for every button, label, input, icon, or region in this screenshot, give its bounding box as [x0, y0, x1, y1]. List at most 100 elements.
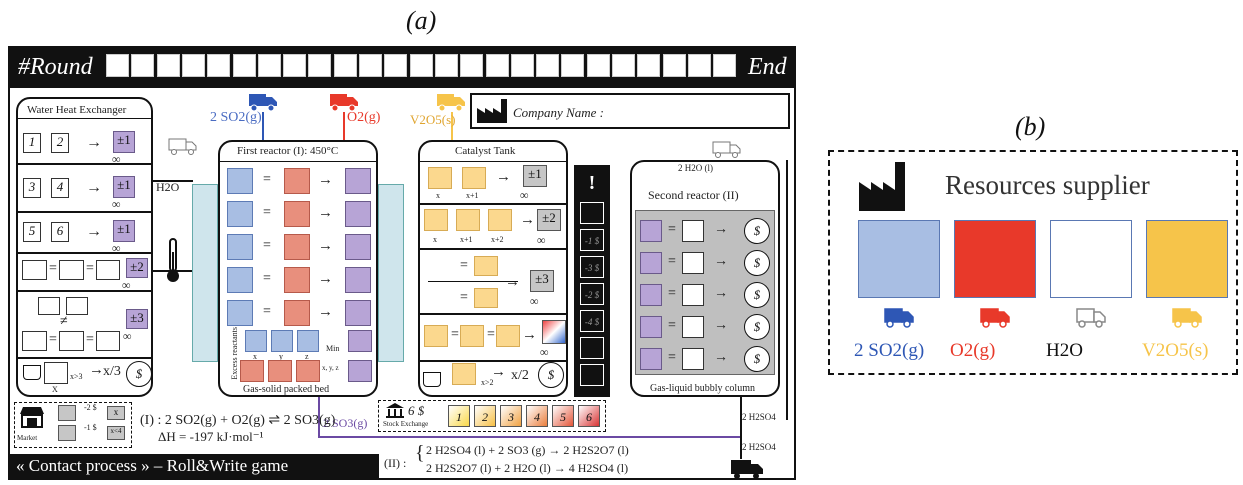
round-square[interactable] [612, 54, 635, 77]
whx-sell-box[interactable] [44, 362, 68, 384]
so3-cell[interactable] [640, 252, 662, 274]
so3-cell[interactable] [345, 267, 371, 293]
h2o-cell[interactable] [682, 252, 704, 274]
round-square[interactable] [409, 54, 433, 77]
whx-bonus-3[interactable]: ±1 [113, 220, 135, 242]
round-square[interactable] [232, 54, 256, 77]
h2o-cell[interactable] [682, 348, 704, 370]
round-square[interactable] [207, 54, 231, 77]
round-square[interactable] [561, 54, 585, 77]
whx-die-1[interactable]: 1 [23, 133, 41, 153]
coin-icon: $ [744, 250, 770, 276]
warning-square[interactable] [580, 364, 604, 386]
warning-column [574, 165, 610, 397]
round-square[interactable] [156, 54, 180, 77]
whx-bonus-5[interactable]: ±3 [126, 309, 148, 329]
so2-cell[interactable] [227, 267, 253, 293]
so2-cell[interactable] [227, 168, 253, 194]
excess-z[interactable] [297, 330, 319, 352]
so3-cell[interactable] [640, 316, 662, 338]
o2-cell[interactable] [284, 267, 310, 293]
excess-x[interactable] [245, 330, 267, 352]
stock-die[interactable]: 1 [448, 405, 470, 427]
o2-cell[interactable] [284, 234, 310, 260]
whx-die-4[interactable]: 4 [51, 178, 69, 198]
round-square[interactable] [687, 54, 711, 77]
round-square[interactable] [485, 54, 509, 77]
round-square[interactable] [536, 54, 560, 77]
whx-sq-e[interactable] [66, 297, 88, 315]
whx-die-3[interactable]: 3 [23, 178, 41, 198]
h2o-cell[interactable] [682, 316, 704, 338]
whx-bonus-4[interactable]: ±2 [126, 258, 148, 278]
o2-cell[interactable] [284, 300, 310, 326]
stock-die[interactable]: 6 [578, 405, 600, 427]
coin-icon: $ [744, 282, 770, 308]
stock-die[interactable]: 3 [500, 405, 522, 427]
o2-cell[interactable] [284, 201, 310, 227]
o2-truck-icon [329, 92, 359, 117]
round-square[interactable] [434, 54, 458, 77]
so2-cell[interactable] [227, 201, 253, 227]
round-square[interactable] [662, 54, 686, 77]
so3-cell[interactable] [345, 201, 371, 227]
round-square[interactable] [181, 54, 205, 77]
first-reactor-bottom: Gas-solid packed bed [243, 384, 330, 395]
o2-cell[interactable] [284, 168, 310, 194]
arrow: → [318, 205, 333, 221]
whx-sq-g[interactable] [59, 331, 84, 351]
so3-cell[interactable] [640, 348, 662, 370]
equals-sign: = [263, 205, 271, 220]
warning-square[interactable]: -3 $ [580, 256, 604, 278]
company-name-field[interactable] [470, 93, 790, 129]
round-square[interactable] [359, 54, 382, 77]
so3-cell[interactable] [345, 300, 371, 326]
equals-sign: = [668, 286, 676, 301]
round-square[interactable] [131, 54, 155, 77]
h2o-cell[interactable] [682, 220, 704, 242]
round-square[interactable] [283, 54, 307, 77]
stock-die[interactable]: 5 [552, 405, 574, 427]
round-square[interactable] [713, 54, 737, 77]
round-square[interactable] [308, 54, 332, 77]
warning-square[interactable]: -2 $ [580, 283, 604, 305]
whx-sq-c[interactable] [96, 260, 120, 280]
so3-cell[interactable] [640, 220, 662, 242]
whx-bonus-1[interactable]: ±1 [113, 131, 135, 153]
warning-square[interactable]: -4 $ [580, 310, 604, 332]
whx-sq-b[interactable] [59, 260, 84, 280]
whx-sq-d[interactable] [38, 297, 60, 315]
whx-sq-a[interactable] [22, 260, 47, 280]
so2-cell[interactable] [227, 234, 253, 260]
round-square[interactable] [257, 54, 281, 77]
cat-bonus-2[interactable]: ±2 [537, 209, 561, 231]
so3-cell[interactable] [640, 284, 662, 306]
excess-y[interactable] [271, 330, 293, 352]
h2o-cell[interactable] [682, 284, 704, 306]
round-square[interactable] [333, 54, 357, 77]
whx-bonus-2[interactable]: ±1 [113, 176, 135, 198]
warning-square[interactable]: -1 $ [580, 229, 604, 251]
round-square[interactable] [106, 54, 129, 77]
truck-icon [1076, 307, 1106, 329]
round-square[interactable] [460, 54, 484, 77]
so2-cell[interactable] [227, 300, 253, 326]
whx-sq-h[interactable] [96, 331, 120, 351]
round-square[interactable] [384, 54, 408, 77]
whx-sq-f[interactable] [22, 331, 47, 351]
so3-cell[interactable] [345, 234, 371, 260]
round-square[interactable] [586, 54, 610, 77]
cat-bonus-3[interactable]: ±3 [530, 270, 554, 292]
round-square[interactable] [510, 54, 534, 77]
stock-die[interactable]: 4 [526, 405, 548, 427]
round-square[interactable] [637, 54, 661, 77]
warning-square[interactable] [580, 202, 604, 224]
legend-swatch [1146, 220, 1228, 298]
whx-die-6[interactable]: 6 [51, 222, 69, 242]
whx-die-2[interactable]: 2 [51, 133, 69, 153]
whx-die-5[interactable]: 5 [23, 222, 41, 242]
cat-bonus-1[interactable]: ±1 [523, 165, 547, 187]
so3-cell[interactable] [345, 168, 371, 194]
stock-die[interactable]: 2 [474, 405, 496, 427]
warning-square[interactable] [580, 337, 604, 359]
